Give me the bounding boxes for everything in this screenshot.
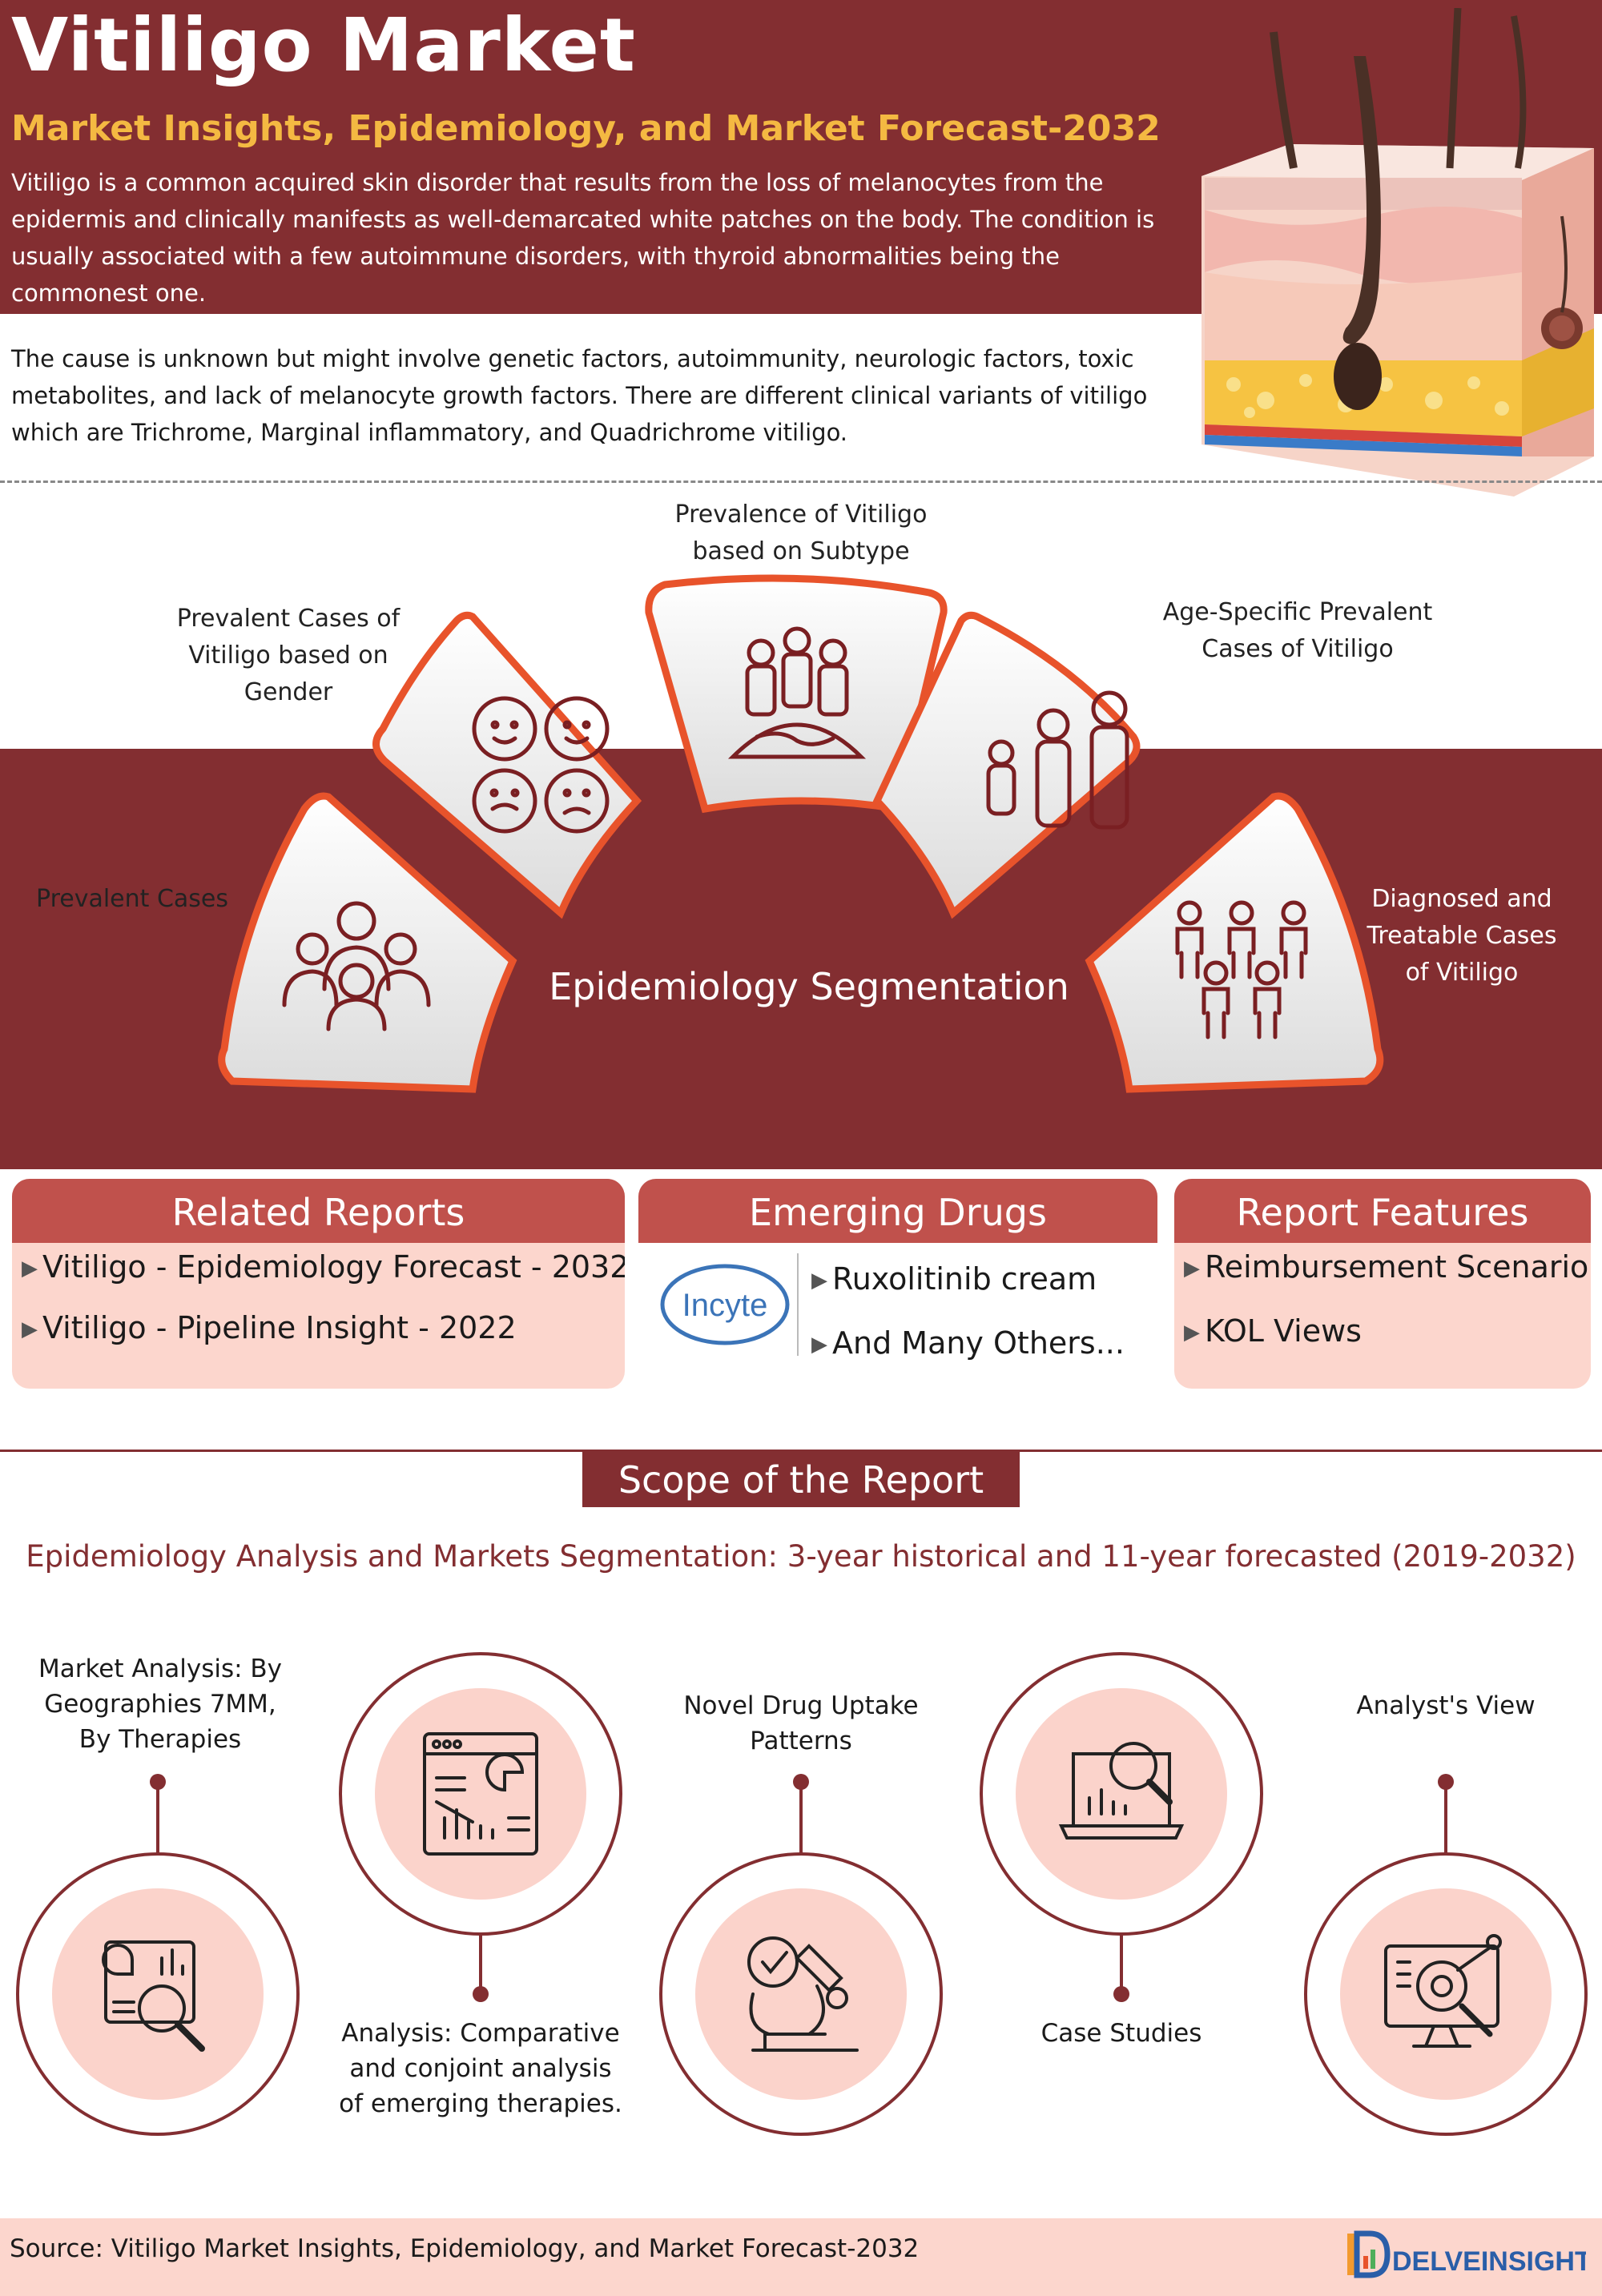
report-features-card: Report Features ▶Reimbursement Scenario … <box>1174 1179 1591 1389</box>
scope-label-novel-drug-uptake: Novel Drug Uptake Patterns <box>683 1691 919 1755</box>
emerging-drugs-heading: Emerging Drugs <box>638 1179 1157 1243</box>
population-icon <box>1175 900 1308 1039</box>
scope-heading: Scope of the Report <box>582 1451 1020 1507</box>
report-feature-item[interactable]: ▶KOL Views <box>1184 1313 1362 1349</box>
laptop-search-icon <box>1058 1742 1185 1840</box>
related-report-item[interactable]: ▶Vitiligo - Pipeline Insight - 2022 <box>22 1310 517 1345</box>
scope-label-case-studies: Case Studies <box>1040 2019 1202 2048</box>
bullet-icon: ▶ <box>1184 1257 1200 1281</box>
segment-tile-gender <box>372 611 642 919</box>
delveinsight-logo-text: DELVEINSIGHT <box>1392 2246 1586 2277</box>
emerging-drug-item[interactable]: ▶And Many Others... <box>811 1325 1125 1361</box>
bullet-icon: ▶ <box>811 1333 827 1357</box>
scope-diagram <box>16 1652 1588 2136</box>
market-analysis-icon <box>102 1940 205 2052</box>
monitor-analysis-icon <box>1384 1934 1502 2048</box>
segment-tile-diagnosed <box>1085 792 1384 1093</box>
page-title: Vitiligo Market <box>11 2 636 88</box>
age-group-icon <box>986 690 1129 830</box>
scope-subheading: Epidemiology Analysis and Markets Segmen… <box>26 1539 1576 1574</box>
delveinsight-logo[interactable]: DELVEINSIGHT <box>1346 2222 1592 2286</box>
epidemiology-arc <box>218 574 1384 1093</box>
related-report-item[interactable]: ▶Vitiligo - Epidemiology Forecast - 2032 <box>22 1249 625 1285</box>
segment-label-prevalent-cases: Prevalent Cases <box>36 885 228 913</box>
bullet-icon: ▶ <box>22 1317 38 1341</box>
segment-label-subtype: Prevalence of Vitiligo based on Subtype <box>674 501 928 565</box>
section-divider <box>0 481 1602 483</box>
segment-tile-subtype <box>645 574 948 814</box>
microscope-icon <box>747 1936 859 2052</box>
skin-cross-section-illustration <box>1202 8 1594 497</box>
scope-label-analysts-view: Analyst's View <box>1356 1691 1536 1720</box>
segment-label-gender: Prevalent Cases of Vitiligo based on Gen… <box>176 605 400 706</box>
incyte-logo-text: Incyte <box>682 1288 768 1323</box>
family-group-icon <box>282 901 431 1031</box>
emerging-drug-item[interactable]: ▶Ruxolitinib cream <box>811 1261 1097 1297</box>
epidemiology-title: Epidemiology Segmentation <box>549 965 1069 1008</box>
people-on-globe-icon <box>727 626 867 759</box>
page-subtitle: Market Insights, Epidemiology, and Marke… <box>11 108 1161 149</box>
bullet-icon: ▶ <box>811 1269 827 1293</box>
report-feature-item[interactable]: ▶Reimbursement Scenario <box>1184 1249 1589 1285</box>
bullet-icon: ▶ <box>22 1257 38 1281</box>
scope-label-comparative-analysis: Analysis: Comparative and conjoint analy… <box>339 2019 622 2118</box>
source-note: Source: Vitiligo Market Insights, Epidem… <box>10 2234 920 2263</box>
intro-paragraph-1: Vitiligo is a common acquired skin disor… <box>11 169 1155 307</box>
incyte-logo: Incyte <box>653 1253 799 1356</box>
bullet-icon: ▶ <box>1184 1321 1200 1345</box>
related-reports-card: Related Reports ▶Vitiligo - Epidemiology… <box>12 1179 625 1389</box>
scope-label-market-analysis: Market Analysis: By Geographies 7MM, By … <box>38 1655 283 1754</box>
related-reports-heading: Related Reports <box>12 1179 625 1243</box>
report-features-heading: Report Features <box>1174 1179 1591 1243</box>
segment-tile-prevalent-cases <box>218 792 517 1093</box>
emerging-drugs-card: Emerging Drugs <box>638 1179 1157 1395</box>
footer-band <box>0 2218 1602 2296</box>
intro-paragraph-2: The cause is unknown but might involve g… <box>11 345 1148 446</box>
segment-label-diagnosed: Diagnosed and Treatable Cases of Vitilig… <box>1367 885 1557 987</box>
scope-divider <box>0 1450 1602 1452</box>
dashboard-chart-icon <box>423 1732 538 1856</box>
gender-faces-icon <box>472 696 610 834</box>
segment-label-age: Age-Specific Prevalent Cases of Vitiligo <box>1162 598 1433 663</box>
